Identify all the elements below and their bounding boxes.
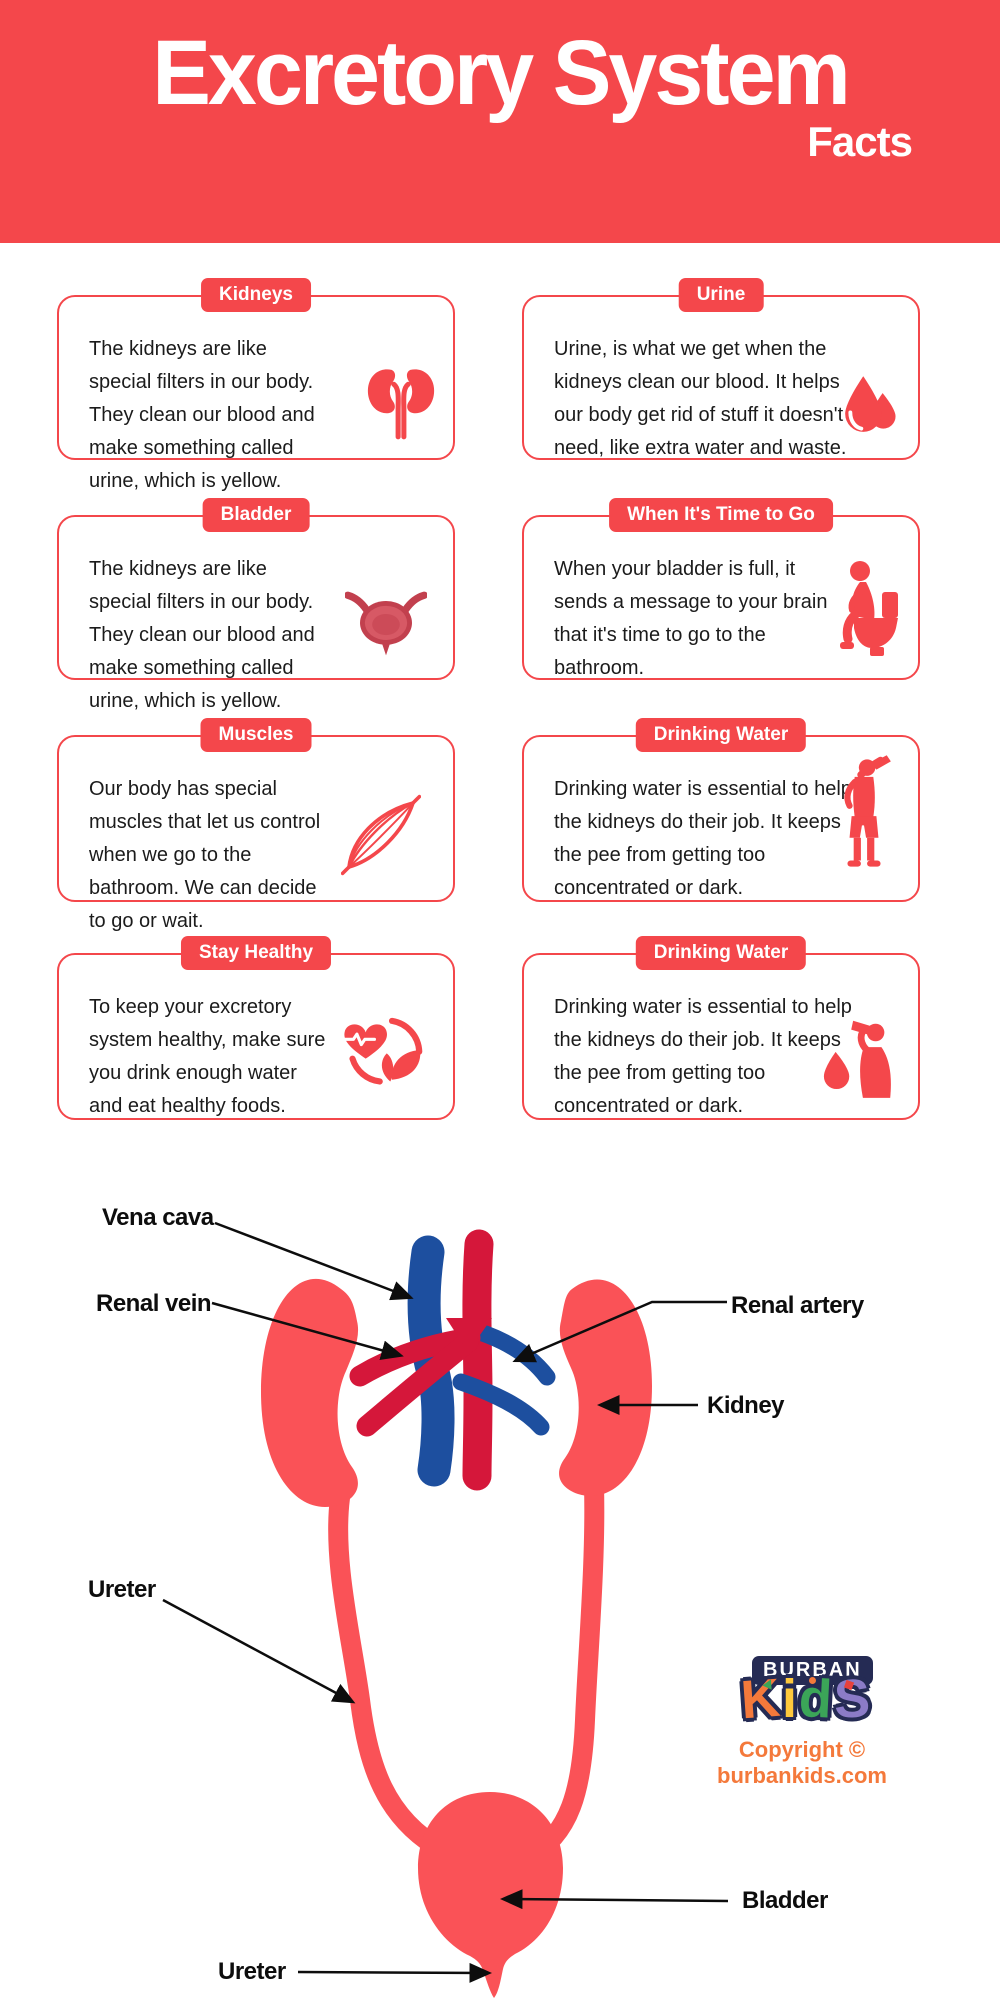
card-bladder: Bladder The kidneys are like special fil…: [57, 498, 455, 712]
excretory-system-diagram: [162, 1221, 729, 1998]
label-ureter-bottom: Ureter: [218, 1958, 286, 1985]
card-badge: Drinking Water: [635, 936, 807, 970]
card-text: To keep your excretory system healthy, m…: [89, 996, 326, 1117]
card-text: The kidneys are like special filters in …: [89, 338, 315, 492]
kidneys-icon: [365, 363, 437, 448]
drinking-person-icon: [832, 743, 896, 888]
card-urine: Urine Urine, is what we get when the kid…: [522, 278, 920, 460]
card-badge: Drinking Water: [635, 718, 807, 752]
kidney-left-shape: [261, 1278, 359, 1507]
drinking-droplet-icon: [820, 1005, 898, 1104]
vena-cava-arrow: [214, 1221, 414, 1301]
renal-vein-arrow: [211, 1301, 404, 1360]
confetti-dot: [809, 1677, 816, 1684]
card-drinking-water-2: Drinking Water Drinking water is essenti…: [522, 936, 920, 1120]
card-text: The kidneys are like special filters in …: [89, 558, 315, 712]
vessel-junction-shape: [446, 1318, 492, 1352]
toilet-person-icon: [818, 559, 898, 666]
ureter-left-shape: [328, 1488, 452, 1860]
card-badge: Stay Healthy: [180, 936, 332, 970]
card-kidneys: Kidneys The kidneys are like special fil…: [57, 278, 455, 492]
card-badge: Urine: [678, 278, 764, 312]
card-badge: Kidneys: [201, 278, 311, 312]
card-text: Drinking water is essential to help the …: [554, 996, 852, 1117]
card-time-to-go: When It's Time to Go When your bladder i…: [522, 498, 920, 680]
card-badge: Muscles: [200, 718, 312, 752]
logo-letter-k: K: [738, 1667, 785, 1731]
label-kidney: Kidney: [707, 1392, 785, 1419]
muscle-icon: [340, 793, 422, 882]
card-text: Our body has special muscles that let us…: [89, 778, 321, 932]
bladder-icon: [344, 579, 428, 662]
label-bladder: Bladder: [742, 1887, 828, 1914]
aorta-shape: [462, 1229, 494, 1491]
card-drinking-water-1: Drinking Water Drinking water is essenti…: [522, 718, 920, 902]
renal-artery-arrow: [512, 1300, 727, 1363]
renal-vein-lower-shape: [356, 1331, 479, 1437]
card-text: When your bladder is full, it sends a me…: [554, 558, 828, 679]
card-text: Drinking water is essential to help the …: [554, 778, 852, 899]
ureter-top-arrow: [162, 1598, 356, 1704]
kidney-right-shape: [559, 1279, 652, 1497]
card-badge: Bladder: [202, 498, 310, 532]
logo-letter-s: S: [832, 1668, 874, 1730]
page-title: Excretory System: [152, 21, 851, 124]
header-banner: Excretory System Facts: [0, 0, 1000, 243]
bladder-shape: [418, 1792, 563, 1998]
label-renal-artery: Renal artery: [731, 1292, 864, 1319]
label-ureter-top: Ureter: [88, 1576, 156, 1603]
copyright-text: Copyright © burbankids.com: [717, 1737, 887, 1788]
card-badge: When It's Time to Go: [609, 498, 833, 532]
brand-logo-kids: KidS: [738, 1667, 874, 1731]
label-renal-vein: Renal vein: [96, 1290, 212, 1317]
ureter-bottom-arrow: [297, 1962, 492, 1983]
card-stay-healthy: Stay Healthy To keep your excretory syst…: [57, 936, 455, 1120]
renal-artery-lower-shape: [452, 1373, 550, 1436]
healthy-heart-icon: [341, 1013, 429, 1090]
bladder-arrow: [500, 1889, 729, 1910]
card-muscles: Muscles Our body has special muscles tha…: [57, 718, 455, 932]
label-vena-cava: Vena cava: [102, 1204, 214, 1231]
logo-letter-i: i: [782, 1669, 800, 1729]
urine-drops-icon: [840, 367, 902, 450]
card-text: Urine, is what we get when the kidneys c…: [554, 338, 847, 459]
logo-letter-d: d: [797, 1668, 836, 1730]
ureter-right-shape: [518, 1476, 605, 1867]
page-subtitle: Facts: [807, 118, 913, 165]
